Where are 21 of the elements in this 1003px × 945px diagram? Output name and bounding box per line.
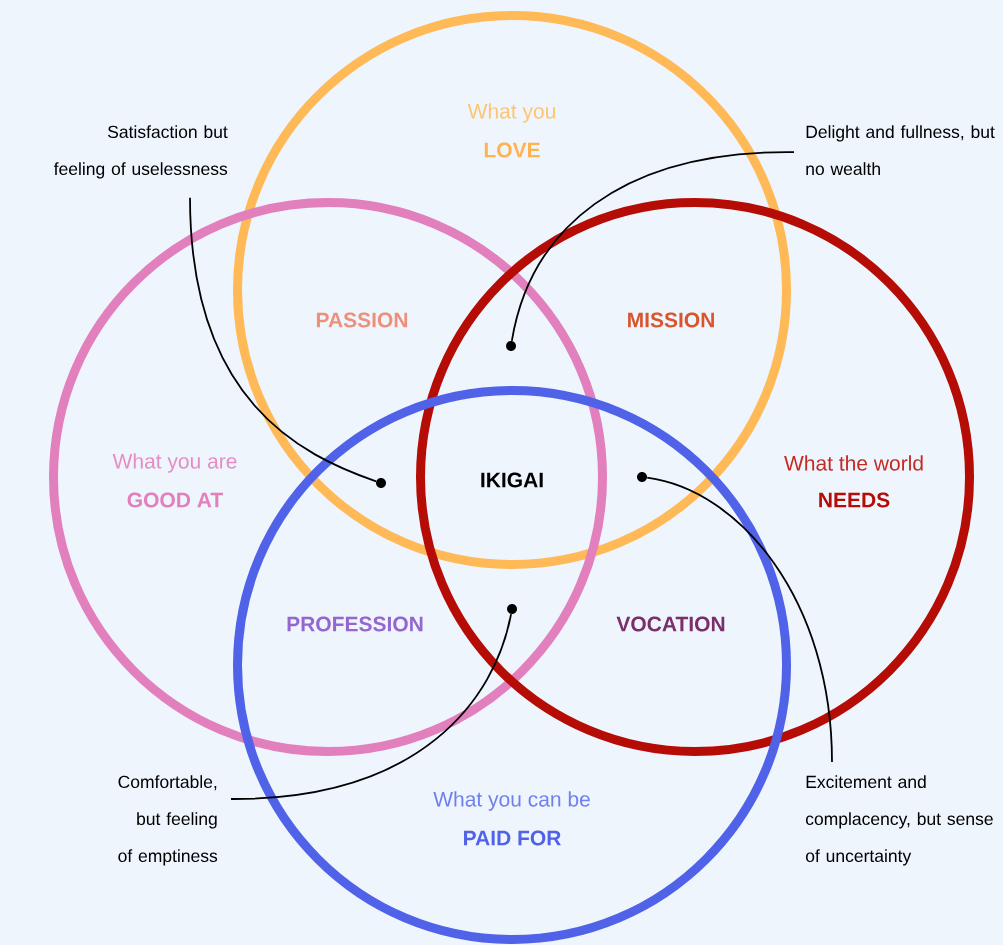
circle-caption: What you are [112, 453, 237, 473]
annotation-text: Satisfaction but feeling of uselessness [53, 125, 228, 179]
circle-caption: What the world [784, 455, 923, 471]
region-label: PROFESSION [287, 616, 423, 632]
region-label: PASSION [316, 312, 408, 328]
region-label: VOCATION [616, 616, 725, 632]
leader-line [646, 476, 833, 763]
leader-line [230, 613, 512, 800]
annotation-text: Delight and fullness, but no wealth [806, 125, 995, 176]
circle-title: LOVE [484, 142, 540, 158]
circle-title: PAID FOR [464, 830, 561, 846]
circle-caption: What you can be [433, 791, 590, 811]
circle-title: GOOD AT [127, 492, 223, 508]
leader-line [189, 196, 377, 483]
annotation-text: Comfortable, but feeling of emptiness [118, 775, 218, 866]
circle-caption: What you [467, 103, 555, 123]
circle-title: NEEDS [819, 492, 890, 508]
annotation-text: Excitement and complacency, but sense of uncertainty [805, 775, 993, 866]
region-label: IKIGAI [481, 472, 543, 488]
leader-line [510, 151, 795, 342]
region-label: MISSION [628, 312, 714, 328]
